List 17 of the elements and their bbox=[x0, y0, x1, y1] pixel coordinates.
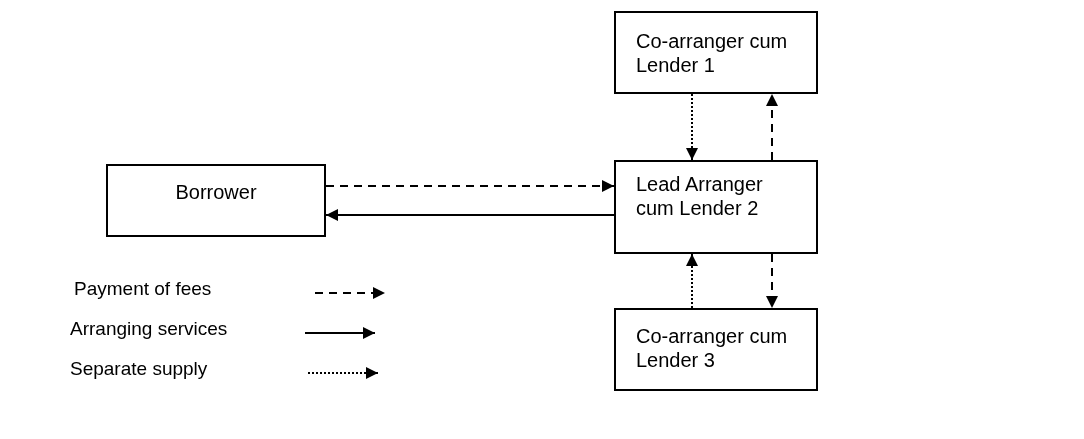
arrow bbox=[686, 93, 698, 161]
legend-label: Arranging services bbox=[70, 318, 228, 340]
arrow bbox=[325, 209, 615, 221]
process-box bbox=[614, 11, 818, 94]
process-box bbox=[614, 308, 818, 391]
arrow bbox=[766, 93, 778, 161]
box-label: Co-arranger cum Lender 1 bbox=[636, 29, 789, 77]
box-label: Borrower bbox=[174, 180, 258, 204]
box-label: Co-arranger cum Lender 3 bbox=[636, 324, 789, 372]
legend-label: Separate supply bbox=[70, 358, 208, 380]
arrow bbox=[686, 253, 698, 309]
box-label: Lead Arranger cum Lender 2 bbox=[636, 172, 764, 220]
arrow bbox=[766, 253, 778, 309]
arrow bbox=[325, 180, 615, 192]
process-box bbox=[614, 160, 818, 254]
process-box bbox=[106, 164, 326, 237]
legend-label: Payment of fees bbox=[74, 278, 212, 300]
